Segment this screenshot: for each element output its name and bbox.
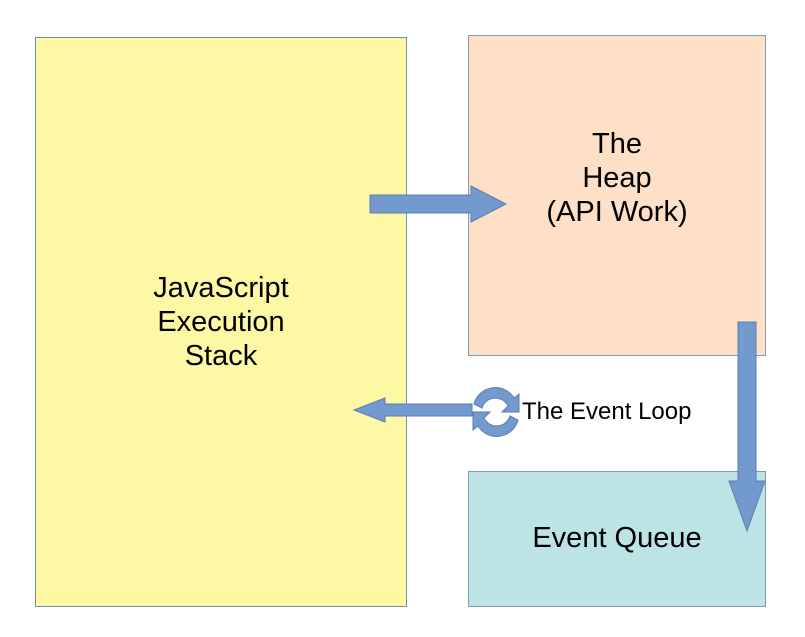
event-loop-label: The Event Loop: [522, 398, 692, 425]
arrow-loop-to-stack: [352, 397, 473, 423]
arrow-stack-to-heap: [369, 185, 508, 223]
event-queue-label: Event Queue: [532, 522, 702, 554]
arrow-heap-to-queue: [728, 321, 766, 533]
event-queue-box: Event Queue: [468, 471, 766, 607]
execution-stack-label: JavaScript Execution Stack: [153, 272, 289, 372]
refresh-cycle-icon: [472, 387, 520, 437]
execution-stack-box: JavaScript Execution Stack: [35, 37, 407, 607]
heap-label: The Heap (API Work): [546, 127, 688, 228]
